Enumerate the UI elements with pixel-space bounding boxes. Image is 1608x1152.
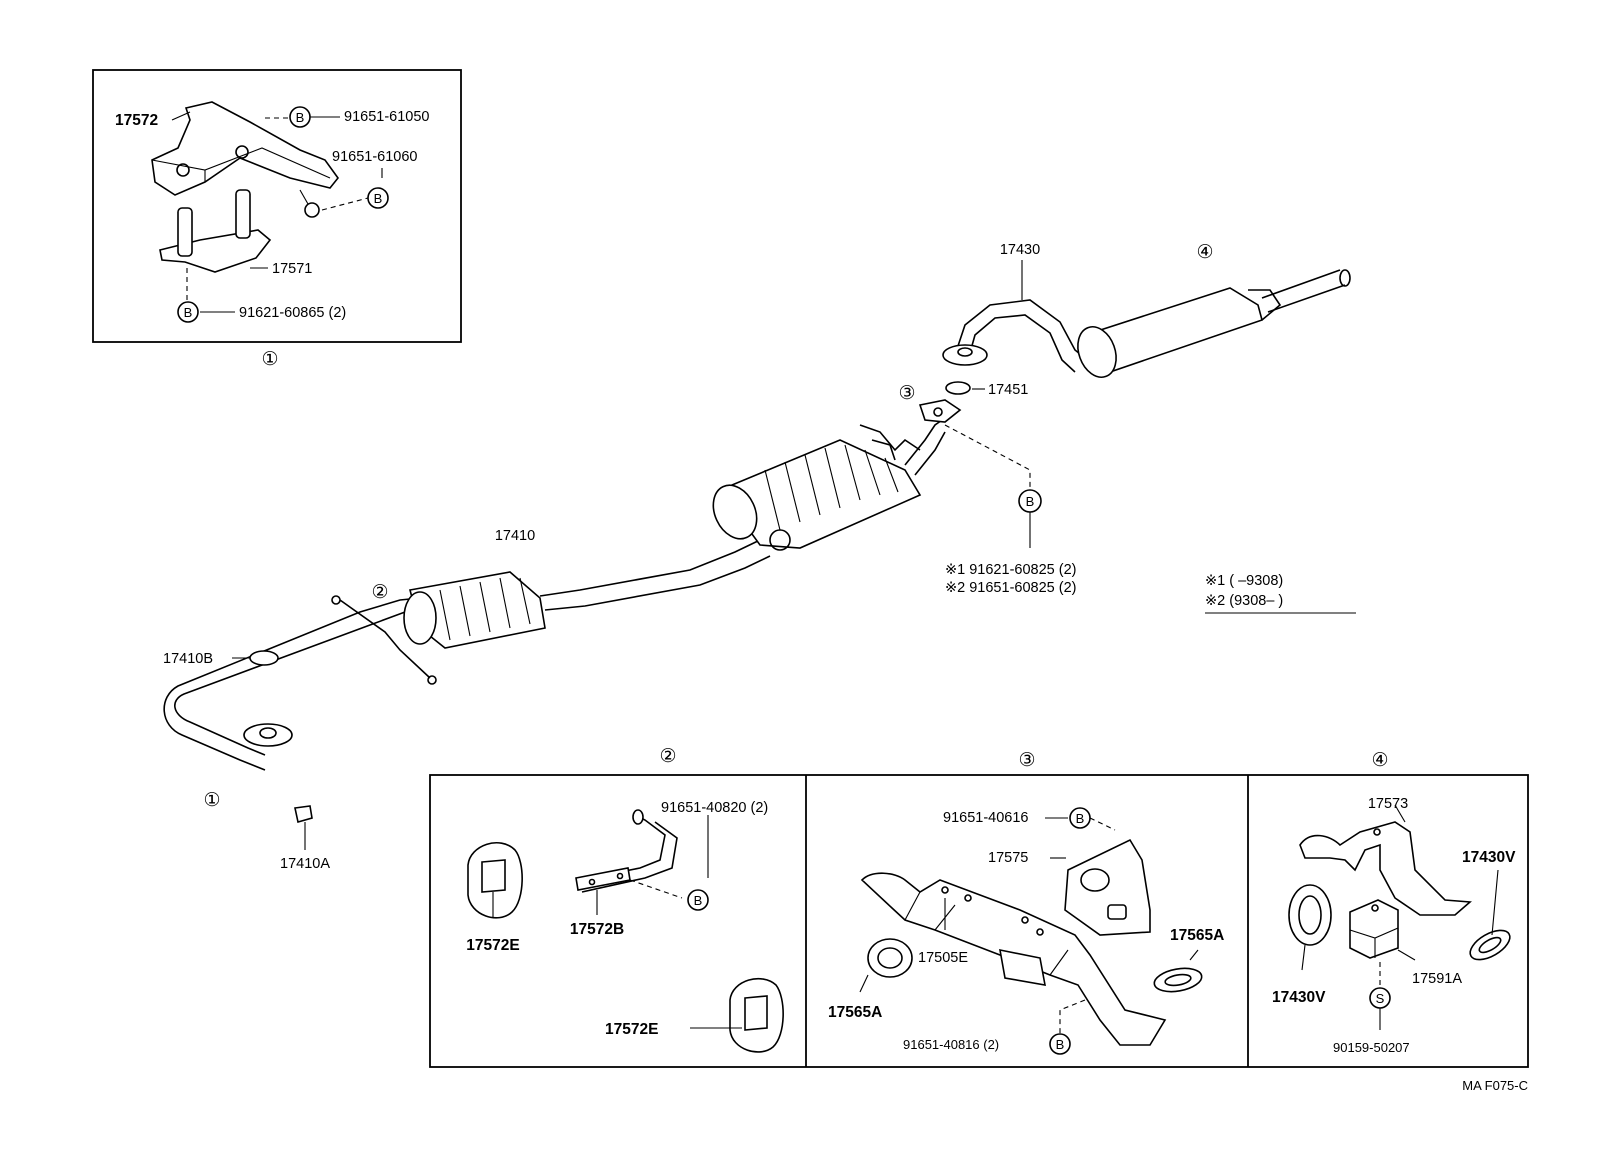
label-91651-61050: 91651-61050 <box>344 109 429 125</box>
label-91651-40816: 91651-40816 (2) <box>903 1037 999 1052</box>
callout-3-inset: ③ <box>1018 750 1035 771</box>
label-17410: 17410 <box>495 528 535 544</box>
label-17430V-left: 17430V <box>1272 989 1326 1006</box>
inset-3-parts: B B <box>859 807 1203 1055</box>
label-17410A: 17410A <box>280 856 330 872</box>
marker-b: B <box>1076 811 1085 826</box>
marker-s: S <box>1376 991 1385 1006</box>
marker-b: B <box>1026 494 1035 509</box>
date-note-1: ※1 ( –9308) <box>1205 573 1283 589</box>
label-17430V-right: 17430V <box>1462 849 1516 866</box>
exhaust-system: B <box>163 260 1356 850</box>
diagram-code: MA F075-C <box>1462 1078 1528 1093</box>
label-17573: 17573 <box>1368 796 1408 812</box>
inset-4-parts: S <box>1288 804 1511 1030</box>
marker-b: B <box>374 191 383 206</box>
label-17591A: 17591A <box>1412 971 1462 987</box>
inset-2-parts: B <box>467 809 784 1053</box>
callout-4: ④ <box>1196 242 1213 263</box>
label-17451: 17451 <box>988 382 1028 398</box>
label-91651-40820: 91651-40820 (2) <box>661 800 768 816</box>
label-91651-61060: 91651-61060 <box>332 149 417 165</box>
label-17430: 17430 <box>1000 242 1040 258</box>
label-17572B: 17572B <box>570 921 624 938</box>
callout-4-inset: ④ <box>1371 750 1388 771</box>
label-17505E: 17505E <box>918 950 968 966</box>
label-91621-60865: 91621-60865 (2) <box>239 305 346 321</box>
label-91651-40616: 91651-40616 <box>943 810 1028 826</box>
marker-b: B <box>296 110 305 125</box>
label-17565A-left: 17565A <box>828 1004 882 1021</box>
label-17575: 17575 <box>988 850 1028 866</box>
callout-1-inset: ① <box>261 349 278 370</box>
marker-b: B <box>184 305 193 320</box>
label-17565A-right: 17565A <box>1170 927 1224 944</box>
lower-insets-box <box>429 774 1529 1068</box>
label-17571: 17571 <box>272 261 312 277</box>
label-90159-50207: 90159-50207 <box>1333 1040 1410 1055</box>
bolt-note-2: ※2 91651-60825 (2) <box>945 580 1076 596</box>
callout-3: ③ <box>898 383 915 404</box>
label-17572: 17572 <box>115 112 158 129</box>
label-17410B: 17410B <box>163 651 213 667</box>
bolt-note-1: ※1 91621-60825 (2) <box>945 562 1076 578</box>
label-17572E-bottom: 17572E <box>605 1021 658 1038</box>
callout-2: ② <box>371 582 388 603</box>
label-17572E-top: 17572E <box>466 937 519 954</box>
date-note-2: ※2 (9308– ) <box>1205 593 1283 609</box>
callout-2-inset: ② <box>659 746 676 767</box>
inset-1-box: B B B 17572 91651-61050 91651-61060 1757… <box>92 69 462 343</box>
marker-b: B <box>1056 1037 1065 1052</box>
callout-1: ① <box>203 790 220 811</box>
marker-b: B <box>694 893 703 908</box>
